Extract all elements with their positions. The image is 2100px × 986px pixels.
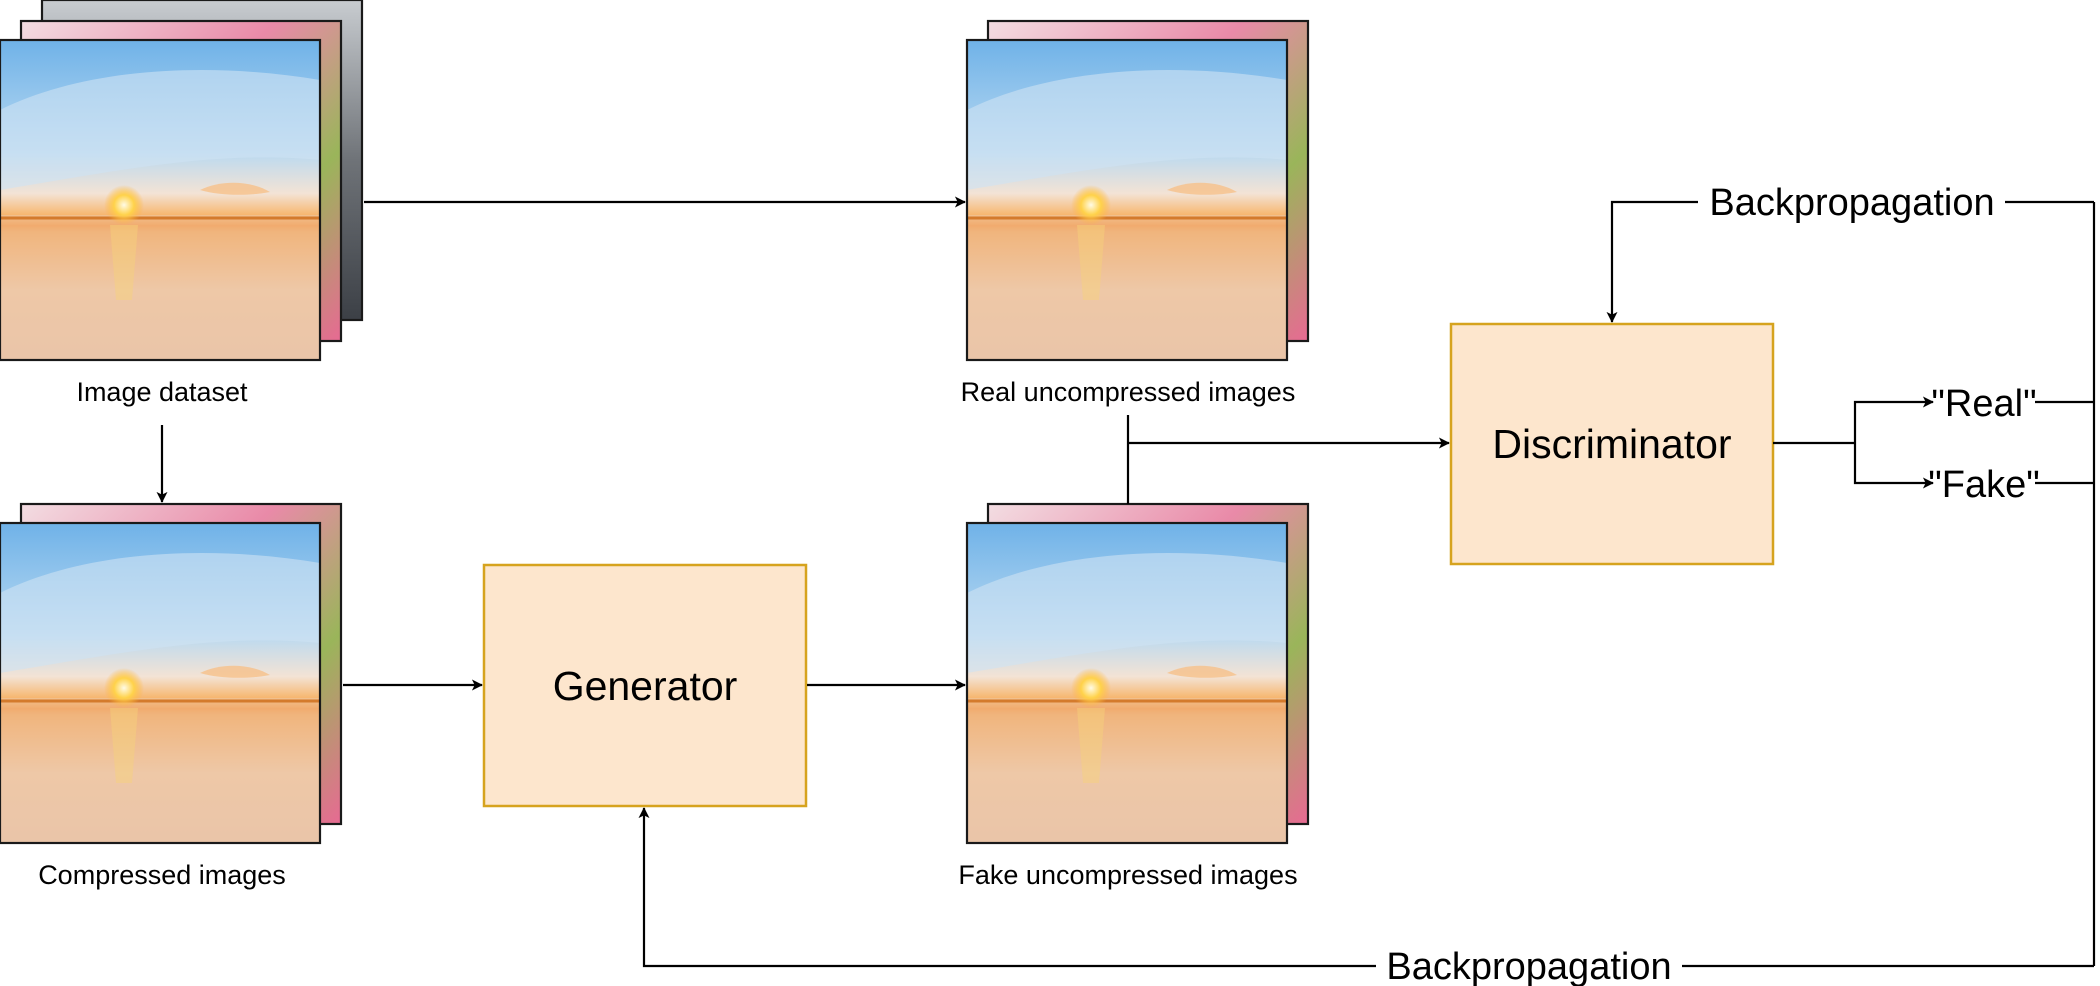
compressed-images-stack <box>0 502 343 845</box>
bottom-backpropagation-label: Backpropagation <box>1386 946 1671 986</box>
sunset-photo-icon <box>0 521 322 845</box>
discriminator-label: Discriminator <box>1492 421 1731 467</box>
image-dataset-stack <box>0 0 364 362</box>
fake-uncompressed-stack <box>965 502 1310 845</box>
sunset-photo-icon <box>0 38 322 362</box>
real-output-label: "Real" <box>1931 383 2036 425</box>
sunset-photo-icon <box>965 521 1289 845</box>
top-backpropagation-label: Backpropagation <box>1709 182 1994 224</box>
to-real-output-arrow <box>1853 396 1934 443</box>
to-fake-output-arrow <box>1853 443 1934 489</box>
connectors <box>156 196 2096 968</box>
generator-label: Generator <box>553 663 738 709</box>
real-uncompressed-stack <box>965 19 1310 362</box>
compressed-images-caption: Compressed images <box>38 860 286 890</box>
bottom-backprop-arrow <box>638 807 1376 968</box>
top-backprop-arrow <box>1606 200 1698 323</box>
image-dataset-caption: Image dataset <box>76 377 248 407</box>
fake-output-label: "Fake" <box>1928 464 2039 506</box>
sunset-photo-icon <box>965 38 1289 362</box>
discriminator-box: Discriminator <box>1449 322 1775 566</box>
fake-uncompressed-caption: Fake uncompressed images <box>958 860 1297 890</box>
generator-box: Generator <box>482 563 808 808</box>
real-uncompressed-caption: Real uncompressed images <box>961 377 1296 407</box>
